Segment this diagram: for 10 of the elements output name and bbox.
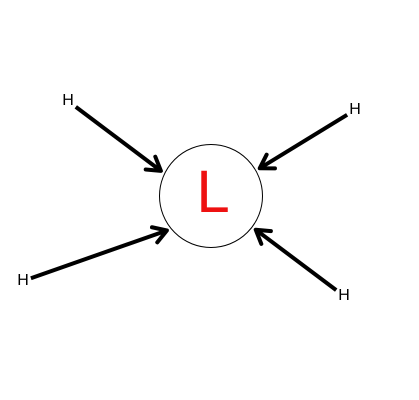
- circle-node: [159, 144, 263, 248]
- arrow: [258, 113, 348, 170]
- arrow: [74, 105, 163, 173]
- arrow: [254, 228, 338, 292]
- node-label: H: [348, 101, 362, 119]
- node-label: L: [196, 162, 230, 222]
- node-label: H: [16, 272, 30, 290]
- arrow: [30, 225, 169, 280]
- node-label: H: [337, 287, 351, 305]
- node-label: H: [61, 92, 75, 110]
